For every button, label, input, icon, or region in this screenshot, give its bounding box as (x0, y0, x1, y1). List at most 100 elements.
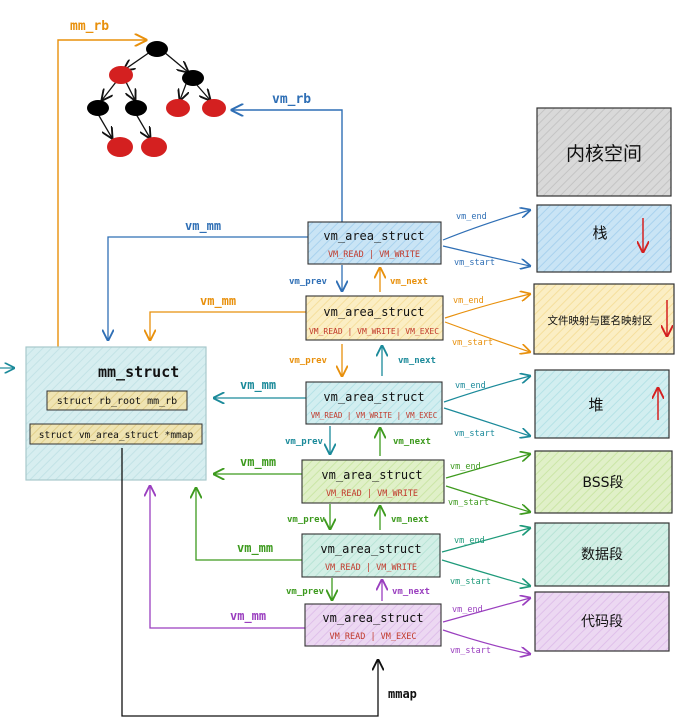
vma-box-1: vm_area_struct VM_READ | VM_WRITE (307, 221, 442, 265)
vm-mm-label-5: vm_mm (237, 541, 273, 556)
vm-mm-arrow-5 (196, 488, 302, 561)
vma-flags: VM_READ | VM_WRITE | VM_EXEC (311, 411, 437, 420)
mm-rb-arrow (57, 40, 146, 392)
vm-start-label: vm_start (454, 429, 495, 439)
vma-title: vm_area_struct (323, 390, 424, 404)
vma-box-6: vm_area_struct VM_READ | VM_EXEC (304, 603, 442, 647)
mmap-arrow (121, 448, 378, 717)
mm-rb-field-label: struct rb_root mm_rb (57, 396, 177, 407)
tree-edge (124, 51, 151, 70)
mmap-field (29, 423, 203, 445)
vm-next-label: vm_next (391, 515, 429, 525)
vm-start-arrow (443, 407, 530, 436)
vm-prev-label: vm_prev (289, 277, 328, 287)
vma-flags: VM_READ | VM_WRITE (326, 489, 418, 499)
tree-node-red (107, 137, 133, 157)
vm-start-label: vm_start (450, 646, 491, 656)
tree-edge (135, 113, 150, 138)
vm-start-arrow (444, 321, 530, 352)
tree-node-black (87, 100, 109, 116)
tree-node-red (109, 66, 133, 84)
vma-flags: VM_READ | VM_EXEC (330, 632, 417, 642)
segment-label: 代码段 (581, 614, 623, 630)
segment-mmap-area: 文件映射与匿名映射区 (533, 283, 675, 355)
vm-next-label: vm_next (390, 277, 428, 287)
vma-box-5: vm_area_struct VM_READ | VM_WRITE (301, 533, 441, 578)
vm-mm-label-3: vm_mm (240, 378, 276, 393)
vm-end-arrow (442, 210, 530, 241)
vm-next-label: vm_next (392, 587, 430, 597)
vm-next-label: vm_next (393, 437, 431, 447)
vm-mm-arrow-2 (150, 311, 306, 340)
vma-title: vm_area_struct (321, 468, 422, 482)
vma-box-2: vm_area_struct VM_READ | VM_WRITE| VM_EX… (305, 295, 444, 341)
segment-label: 数据段 (581, 547, 623, 563)
tree-node-red (166, 99, 190, 117)
vm-start-arrow (441, 559, 530, 586)
vm-end-label: vm_end (452, 605, 483, 615)
vm-start-label: vm_start (448, 498, 489, 508)
vm-start-label: vm_start (450, 577, 491, 587)
vma-title: vm_area_struct (322, 611, 423, 625)
vm-start-arrow (445, 485, 530, 512)
vm-next-label: vm_next (398, 356, 436, 366)
vm-end-label: vm_end (450, 462, 481, 472)
vma-box-4: vm_area_struct VM_READ | VM_WRITE (301, 459, 445, 504)
vm-end-arrow (443, 376, 530, 403)
vm-start-label: vm_start (452, 338, 493, 348)
tree-edge (97, 113, 112, 138)
vm-mm-label-2: vm_mm (200, 294, 236, 309)
tree-edge (180, 83, 186, 100)
mmap-label: mmap (388, 687, 417, 701)
tree-edge (126, 81, 135, 100)
segment-label: 文件映射与匿名映射区 (548, 314, 653, 327)
tree-edge (195, 83, 210, 100)
vm-prev-label: vm_prev (287, 515, 326, 525)
mm-struct-title: mm_struct (98, 363, 179, 381)
mm-struct-box: mm_struct struct rb_root mm_rb struct vm… (25, 346, 207, 481)
vm-end-label: vm_end (455, 381, 486, 391)
vm-prev-label: vm_prev (285, 437, 324, 447)
vm-mm-arrow-1 (108, 236, 308, 340)
vma-title: vm_area_struct (323, 305, 424, 319)
vm-rb-label: vm_rb (272, 92, 311, 107)
vm-mm-label-6: vm_mm (230, 609, 266, 624)
vm-start-arrow (442, 245, 530, 266)
tree-node-black (182, 70, 204, 86)
segment-label: 内核空间 (566, 143, 642, 165)
vm-end-arrow (444, 294, 530, 319)
tree-node-black (146, 41, 168, 57)
vm-end-label: vm_end (456, 212, 487, 222)
vma-box-3: vm_area_struct VM_READ | VM_WRITE | VM_E… (305, 381, 443, 425)
tree-edge (102, 81, 117, 100)
red-black-tree (87, 41, 226, 157)
vm-start-label: vm_start (454, 258, 495, 268)
segment-label: 堆 (588, 396, 603, 414)
segment-label: BSS段 (582, 475, 623, 491)
mm-rb-field (46, 390, 188, 411)
tree-node-red (141, 137, 167, 157)
segment-data: 数据段 (534, 522, 670, 587)
vm-rb-arrow (232, 110, 343, 222)
segment-kernel-space: 内核空间 (536, 107, 672, 197)
vm-mm-arrow-6 (150, 486, 305, 629)
vm-end-label: vm_end (453, 296, 484, 306)
vm-start-arrow (442, 629, 530, 654)
vm-end-label: vm_end (454, 536, 485, 546)
vma-flags: VM_READ | VM_WRITE| VM_EXEC (309, 327, 439, 336)
vm-mm-label-4: vm_mm (240, 455, 276, 470)
segment-stack: 栈 (536, 204, 672, 273)
vm-prev-label: vm_prev (286, 587, 325, 597)
segment-code: 代码段 (534, 591, 670, 652)
vm-mm-label-1: vm_mm (185, 219, 221, 234)
vma-flags: VM_READ | VM_WRITE (328, 250, 420, 260)
vma-title: vm_area_struct (323, 229, 424, 243)
segment-label: 栈 (592, 224, 607, 242)
vm-end-arrow (445, 454, 530, 479)
mmap-field-label: struct vm_area_struct *mmap (39, 430, 194, 441)
mm-rb-label: mm_rb (70, 19, 109, 34)
tree-node-black (125, 100, 147, 116)
tree-edge (163, 51, 188, 72)
vm-end-arrow (441, 528, 530, 553)
